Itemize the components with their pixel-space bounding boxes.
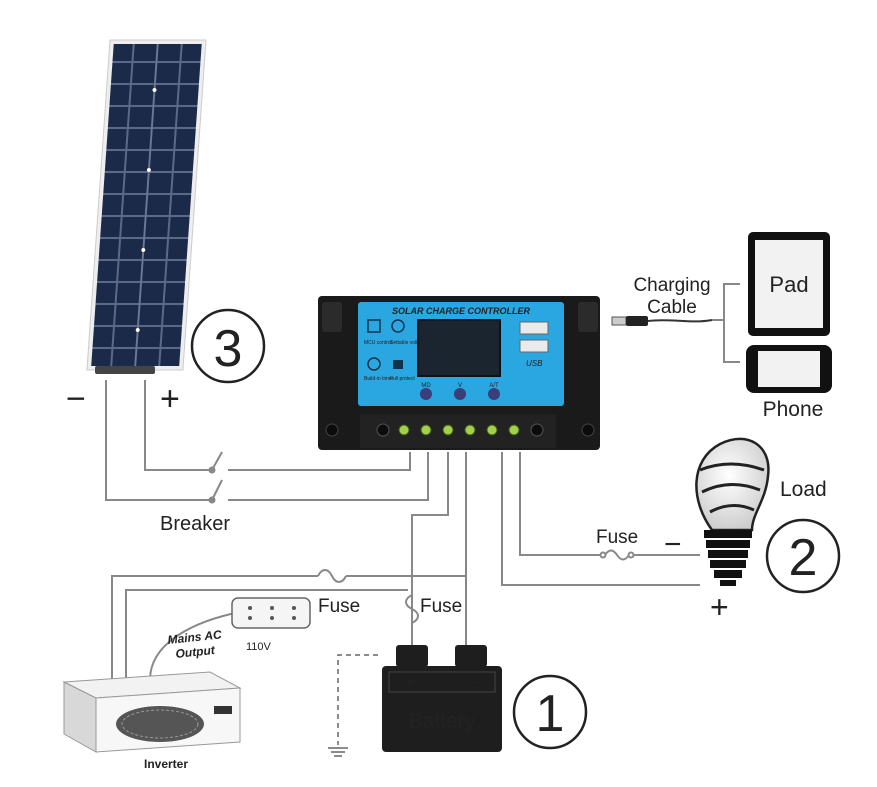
- fuse-symbol-inverter: [317, 569, 347, 583]
- terminal-screws: [398, 424, 520, 436]
- ground-symbol: [328, 654, 378, 757]
- battery-plus-label: +: [405, 675, 414, 692]
- bulb-icon: [695, 437, 770, 586]
- usb-port-1[interactable]: [519, 321, 549, 335]
- charge-controller: SOLAR CHARGE CONTROLLER MCU control Sett…: [318, 296, 600, 450]
- battery-label: Battery: [409, 710, 476, 733]
- gear-icon: [391, 319, 405, 333]
- marker-load: 2: [765, 518, 841, 594]
- solar-panel: [86, 39, 207, 374]
- battery-icon: [382, 645, 502, 752]
- md-button[interactable]: [420, 388, 432, 400]
- breaker-label: Breaker: [160, 513, 230, 535]
- load-fuse-label: Fuse: [596, 527, 638, 548]
- mains-label-2: Output: [175, 643, 217, 661]
- at-button[interactable]: [488, 388, 500, 400]
- inverter-fuse-label: Fuse: [318, 596, 360, 617]
- svg-text:Build-in timer: Build-in timer: [364, 376, 394, 382]
- usb-port-2[interactable]: [519, 339, 549, 353]
- svg-text:3: 3: [214, 320, 243, 378]
- svg-text:Settable voltage: Settable voltage: [390, 340, 426, 346]
- mcu-icon: [367, 319, 381, 333]
- panel-plus-label: +: [160, 380, 180, 418]
- marker-battery: 1: [512, 674, 588, 750]
- mains-label-1: Mains AC: [167, 627, 223, 647]
- inverter-icon: [62, 671, 242, 753]
- timer-icon: [367, 357, 381, 371]
- svg-text:USB: USB: [526, 359, 543, 368]
- voltage-label: 110V: [246, 641, 272, 653]
- pad-label: Pad: [769, 272, 808, 297]
- wiring: [105, 380, 700, 688]
- battery-minus-label: −: [469, 675, 478, 692]
- load-plus-label: +: [710, 589, 729, 625]
- marker-panel: 3: [190, 308, 266, 384]
- battery-fuse-label: Fuse: [420, 596, 462, 617]
- device-bracket: [712, 283, 740, 363]
- outlet-icon: [231, 597, 311, 629]
- v-button[interactable]: [454, 388, 466, 400]
- breaker: [208, 466, 216, 504]
- load-label: Load: [780, 478, 827, 501]
- usb-cable: [611, 316, 713, 326]
- lcd-screen: [417, 319, 501, 377]
- inverter-label: Inverter: [144, 757, 188, 771]
- phone-label: Phone: [763, 398, 824, 421]
- svg-text:2: 2: [789, 529, 818, 587]
- fuse-symbol-battery: [405, 594, 419, 624]
- svg-text:MD: MD: [421, 383, 431, 389]
- controller-title: SOLAR CHARGE CONTROLLER: [392, 306, 530, 316]
- phone-icon: [746, 345, 832, 393]
- svg-text:Full protect: Full protect: [390, 376, 415, 382]
- tablet-icon: [748, 232, 830, 336]
- charging-cable-label-1: Charging: [633, 275, 710, 296]
- svg-text:1: 1: [536, 685, 565, 743]
- load-minus-label: −: [664, 528, 682, 561]
- panel-minus-label: −: [66, 380, 86, 418]
- svg-text:MCU control: MCU control: [364, 340, 392, 346]
- lock-icon: [393, 360, 403, 369]
- svg-text:V: V: [458, 383, 462, 389]
- svg-text:A/T: A/T: [489, 383, 499, 389]
- charging-cable-label-2: Cable: [647, 297, 697, 318]
- fuse-symbol-load: [599, 549, 635, 561]
